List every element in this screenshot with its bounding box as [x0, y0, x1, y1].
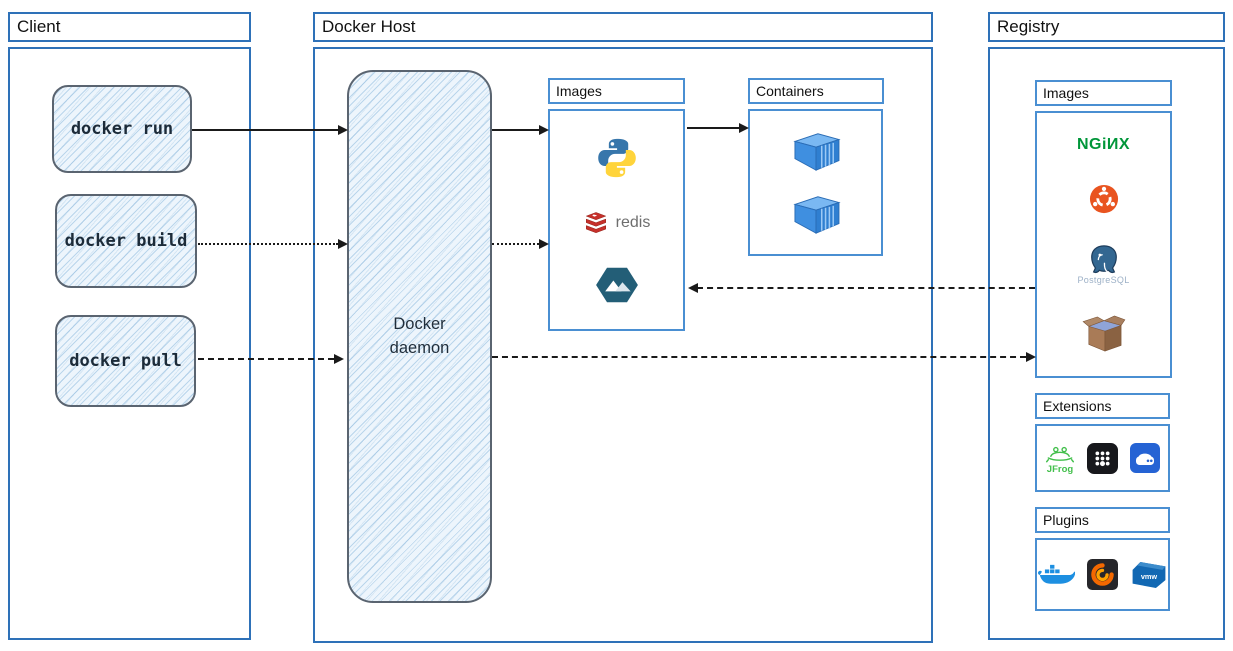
container-icon [792, 133, 841, 171]
arrow-daemon-to-registry [492, 356, 1026, 358]
plugins-box: vmw [1035, 538, 1170, 611]
extensions-box: JFrog [1035, 424, 1170, 492]
arrow-run-to-daemon [192, 129, 340, 131]
plugins-title: Plugins [1035, 507, 1170, 533]
docker-daemon-node: Docker daemon [347, 70, 492, 603]
arrow-build-to-daemon [198, 243, 338, 245]
jfrog-item: JFrog [1045, 442, 1075, 475]
redis-icon [585, 212, 607, 233]
docker-daemon-label: Docker daemon [389, 315, 450, 357]
extensions-title: Extensions [1035, 393, 1170, 419]
registry-images-title: Images [1035, 80, 1172, 106]
arrow-images-to-containers [687, 127, 739, 129]
ubuntu-icon [1089, 184, 1118, 213]
docker-whale-icon [1037, 564, 1075, 584]
virtual-drive-icon [1130, 443, 1160, 473]
arrowhead [338, 124, 348, 135]
docker-run-node: docker run [52, 85, 192, 173]
container-icon [792, 196, 841, 235]
vmware-label: vmw [1141, 571, 1158, 580]
redis-item: redis [583, 210, 651, 236]
arrowhead [688, 282, 698, 293]
docker-build-node: docker build [55, 194, 197, 288]
postgresql-label: PostgreSQL [1077, 275, 1130, 286]
jfrog-label: JFrog [1046, 463, 1074, 475]
arrowhead [539, 124, 549, 135]
registry-title: Registry [988, 12, 1225, 42]
host-images-box: redis [548, 109, 685, 331]
redis-label: redis [615, 213, 651, 231]
package-box-icon [1082, 315, 1125, 352]
client-title: Client [8, 12, 251, 42]
arrow-daemon-to-images-dotted [492, 243, 539, 245]
arrow-pull-to-daemon [198, 358, 334, 360]
app-grid-icon [1087, 442, 1118, 474]
arrowhead [334, 353, 344, 364]
python-icon [597, 139, 636, 178]
containers-title: Containers [748, 78, 884, 104]
registry-images-box: NGiИX PostgreSQL [1035, 111, 1172, 378]
host-images-title: Images [548, 78, 685, 104]
arrow-daemon-to-images [492, 129, 539, 131]
postgresql-icon [1090, 245, 1117, 274]
containers-box [748, 109, 883, 256]
nginx-logo: NGiИX [1076, 135, 1131, 153]
arrowhead [739, 122, 749, 133]
arrowhead [1026, 351, 1036, 362]
arrowhead [539, 238, 549, 249]
vmware-icon: vmw [1132, 561, 1166, 588]
arrow-registry-to-images [697, 287, 1035, 289]
postgresql-item: PostgreSQL [1077, 243, 1129, 285]
docker-pull-node: docker pull [55, 315, 196, 407]
docker-host-title: Docker Host [313, 12, 933, 42]
jfrog-icon [1045, 446, 1075, 463]
arrowhead [338, 238, 348, 249]
alpine-icon [595, 267, 638, 302]
grafana-icon [1087, 559, 1118, 590]
